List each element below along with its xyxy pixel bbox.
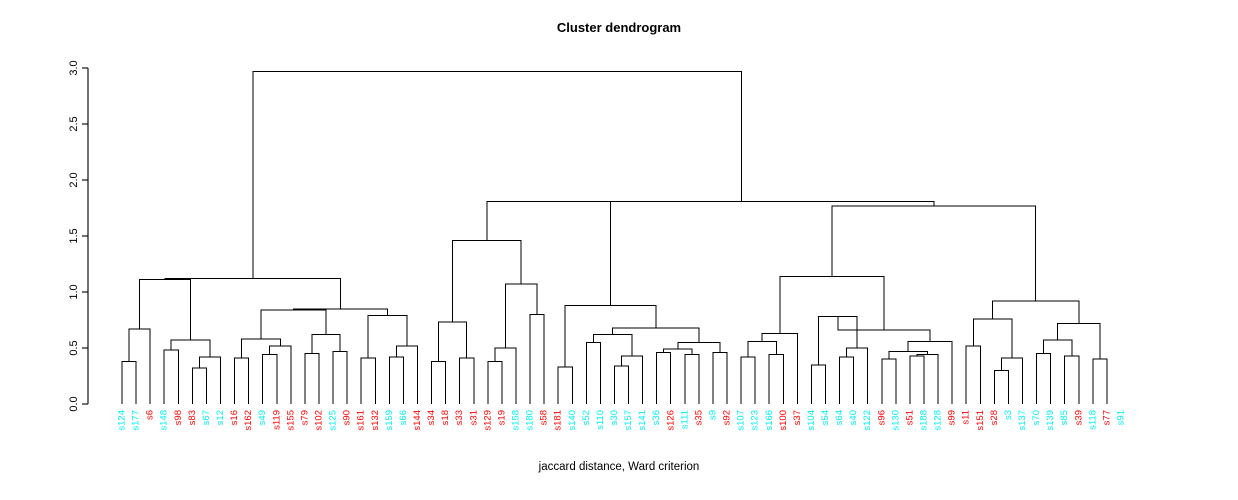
leaf-label: s107 [736,410,747,431]
leaf-label: s162 [243,410,254,431]
leaf-label: s132 [370,410,381,431]
leaf-label: s110 [595,410,606,430]
leaf-label: s90 [342,410,353,425]
leaf-label: s181 [553,410,564,431]
dendrogram-tree [121,70,1108,404]
leaf-label: s91 [1116,410,1127,425]
y-axis-tick-label: 1.5 [68,228,80,243]
y-axis-tick-label: 2.0 [68,172,80,187]
leaf-label: s140 [567,410,578,431]
leaf-label: s129 [482,410,493,431]
leaf-label: s9 [707,410,718,420]
dendrogram-branch [252,70,742,279]
y-axis: 0.0 0.5 1.0 1.5 2.0 2.5 3.0 [68,60,89,412]
leaf-label: s33 [454,410,465,425]
leaf-label: s70 [1031,410,1042,425]
leaf-label: s37 [792,410,803,425]
leaf-label: s39 [1073,410,1084,425]
y-axis-tick-label: 3.0 [68,60,80,75]
leaf-label: s64 [834,410,845,425]
leaf-label: s79 [299,410,310,425]
leaf-label: s35 [693,410,704,425]
leaf-label: s85 [1059,410,1070,425]
leaf-label: s40 [848,410,859,425]
leaf-label: s36 [651,410,662,425]
leaf-label: s77 [1101,410,1112,425]
leaf-label: s49 [257,410,268,425]
leaf-label: s148 [159,410,170,431]
y-axis-tick-label: 0.0 [68,396,80,411]
leaf-label: s102 [314,410,325,431]
leaf-label: s158 [510,410,521,431]
leaf-label: s157 [623,410,634,431]
leaf-label: s111 [679,410,690,429]
leaf-label: s3 [1003,410,1014,420]
leaf-label: s130 [890,410,901,431]
dendrogram-branch [548,200,935,206]
leaf-label: s16 [229,410,240,425]
leaf-label: s128 [933,410,944,431]
leaf-label: s83 [187,410,198,425]
leaf-label: s96 [876,410,887,425]
leaf-label: s122 [862,410,873,431]
leaf-label: s180 [525,410,536,431]
leaf-label: s118 [1087,410,1098,430]
leaf-label: s11 [961,410,972,425]
leaf-label: s141 [637,410,648,431]
leaf-label: s139 [1045,410,1056,431]
leaf-label: s58 [539,410,550,425]
leaf-label: s6 [145,410,156,420]
leaf-label: s104 [806,410,817,431]
leaf-label: s31 [468,410,479,425]
leaf-label: s12 [215,410,226,425]
leaf-label: s177 [131,410,142,431]
leaf-label: s54 [820,410,831,425]
leaf-label: s124 [117,410,128,431]
leaf-label: s119 [271,410,282,430]
leaf-label: s67 [201,410,212,425]
leaf-label: s100 [778,410,789,431]
leaf-label: s30 [609,410,620,425]
y-axis-tick-label: 2.5 [68,116,80,131]
leaf-label: s151 [975,410,986,431]
leaf-label: s92 [722,410,733,425]
leaf-label: s18 [440,410,451,425]
leaf-label: s52 [581,410,592,425]
leaf-label: s126 [665,410,676,431]
leaf-label: s123 [750,410,761,431]
page-title: Cluster dendrogram [557,20,681,35]
leaf-label: s159 [384,410,395,431]
y-axis-tick-label: 0.5 [68,340,80,355]
leaf-label: s166 [764,410,775,431]
leaf-label: s28 [989,410,1000,425]
y-axis-tick-label: 1.0 [68,284,80,299]
leaf-label: s66 [398,410,409,425]
leaf-label: s161 [356,410,367,431]
leaf-label: s137 [1017,410,1028,431]
leaf-label: s144 [412,410,423,431]
leaf-label: s51 [904,410,915,425]
leaf-label: s34 [426,410,437,425]
leaf-label: s188 [919,410,930,431]
leaf-label: s98 [173,410,184,425]
leaf-label: s99 [947,410,958,425]
leaf-label: s155 [285,410,296,431]
x-axis-label: jaccard distance, Ward criterion [538,461,700,473]
leaf-label: s125 [328,410,339,431]
leaf-label: s19 [496,410,507,425]
